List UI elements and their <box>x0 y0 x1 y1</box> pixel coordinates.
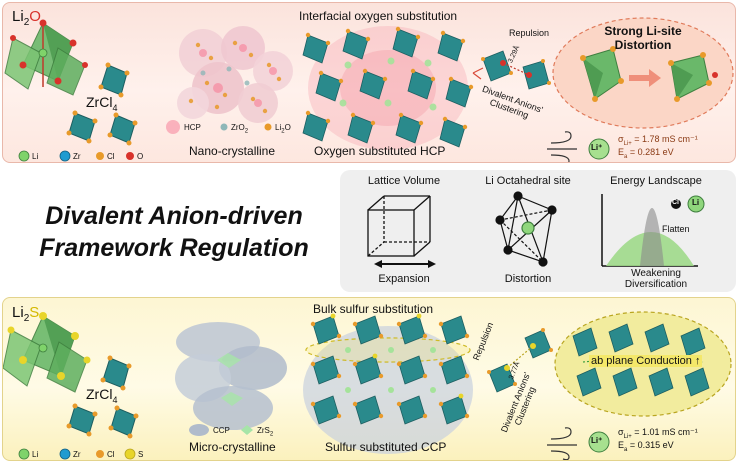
oxygen-repulsion-pair <box>472 50 551 90</box>
interfacial-oxygen-label: Interfacial oxygen substitution <box>299 9 458 23</box>
sulfur-repulsion-pair <box>487 328 553 393</box>
legend-li-bottom: Li <box>32 450 39 459</box>
li-ion-badge-top: Li⁺ <box>591 143 603 152</box>
micro-grains <box>175 322 287 430</box>
energy-landscape-title: Energy Landscape <box>610 175 702 187</box>
main-title: Divalent Anion-driven Framework Regulati… <box>39 202 309 262</box>
zrcl4-label-bottom: ZrCl4 <box>86 386 118 405</box>
octahedral-site-title: Li Octahedral site <box>485 175 571 187</box>
oxygen-panel: Li2O ZrCl4 Li Zr Cl O HCP ZrO2 Li2O Nano… <box>2 2 736 163</box>
li-ion-icon-bottom <box>588 431 610 453</box>
legend-zro2: ZrO2 <box>231 123 249 135</box>
legend-zr-top: Zr <box>73 152 81 161</box>
sulfur-conductivity: σLi+ = 1.01 mS cm⁻¹ <box>618 427 698 440</box>
oxygen-activation-energy: Ea = 0.281 eV <box>618 147 674 160</box>
distortion-ellipse <box>552 17 734 129</box>
legend-li2o: Li2O <box>275 123 291 135</box>
octahedral-site-icon <box>495 191 557 267</box>
energy-landscape-plot <box>601 194 705 267</box>
sulfur-compound-label: Li2S <box>12 304 40 324</box>
oxygen-hcp-structure <box>302 26 474 150</box>
micro-crystalline-label: Micro-crystalline <box>189 440 276 454</box>
legend-cl-bottom: Cl <box>107 450 115 459</box>
legend-ccp: CCP <box>213 426 230 435</box>
energy-cl-label: Cl <box>672 199 679 206</box>
nano-crystalline-label: Nano-crystalline <box>189 144 276 158</box>
energy-li-label: Li <box>692 198 700 207</box>
legend-cl-top: Cl <box>107 152 115 161</box>
energy-cl-icon <box>671 199 681 209</box>
atom-legend-top <box>18 150 134 162</box>
legend-hcp: HCP <box>184 123 201 132</box>
ab-plane-conduction-label: ab plane Conduction ↑ <box>589 355 703 367</box>
zrcl4-octahedra-top <box>66 62 138 146</box>
legend-o-top: O <box>137 152 144 161</box>
phase-legend-top <box>166 120 272 134</box>
phase-legend-bottom <box>189 424 253 436</box>
oxygen-repulsion-label: Repulsion <box>509 28 550 38</box>
expansion-arrow-icon <box>374 260 436 268</box>
nano-particles <box>177 26 293 123</box>
sulfur-panel-graphics <box>3 311 732 460</box>
legend-li-top: Li <box>32 152 39 161</box>
li2s-structure <box>3 312 91 393</box>
summary-graphics <box>367 191 705 268</box>
energy-li-icon <box>687 195 705 213</box>
bulk-sulfur-label: Bulk sulfur substitution <box>313 302 434 316</box>
summary-box: Lattice Volume Expansion Li Octahedral s… <box>340 170 736 292</box>
legend-s-bottom: S <box>138 450 144 459</box>
li-ion-badge-bottom: Li⁺ <box>591 436 603 445</box>
oxygen-panel-graphics <box>4 17 734 162</box>
zrcl4-octahedra-bottom <box>66 355 139 439</box>
wind-icon-bottom <box>547 427 577 460</box>
wind-icon <box>547 131 577 162</box>
atom-legend-bottom <box>18 448 136 460</box>
zrcl4-label-top: ZrCl4 <box>86 94 118 113</box>
li2o-structure <box>4 19 88 96</box>
oxygen-hcp-label: Oxygen substituted HCP <box>314 144 446 158</box>
sulfur-ccp-structure <box>303 313 473 454</box>
li-ion-icon <box>588 138 610 160</box>
lattice-cube-icon <box>367 195 431 257</box>
sulfur-ccp-label: Sulfur substituted CCP <box>325 440 447 454</box>
legend-zrs2: ZrS2 <box>257 426 274 438</box>
sulfur-activation-energy: Ea = 0.315 eV <box>618 440 674 453</box>
oxygen-compound-label: Li2O <box>12 8 41 28</box>
distortion-caption: Distortion <box>504 273 552 285</box>
energy-flatten-label: Flatten <box>662 224 690 234</box>
legend-zr-bottom: Zr <box>73 450 81 459</box>
sulfur-panel: Li2S ZrCl4 Li Zr Cl S CCP ZrS2 Micro-cry… <box>2 297 736 461</box>
oxygen-conductivity: σLi+ = 1.78 mS cm⁻¹ <box>618 134 698 147</box>
expansion-caption: Expansion <box>378 273 430 285</box>
lattice-volume-title: Lattice Volume <box>367 175 441 187</box>
